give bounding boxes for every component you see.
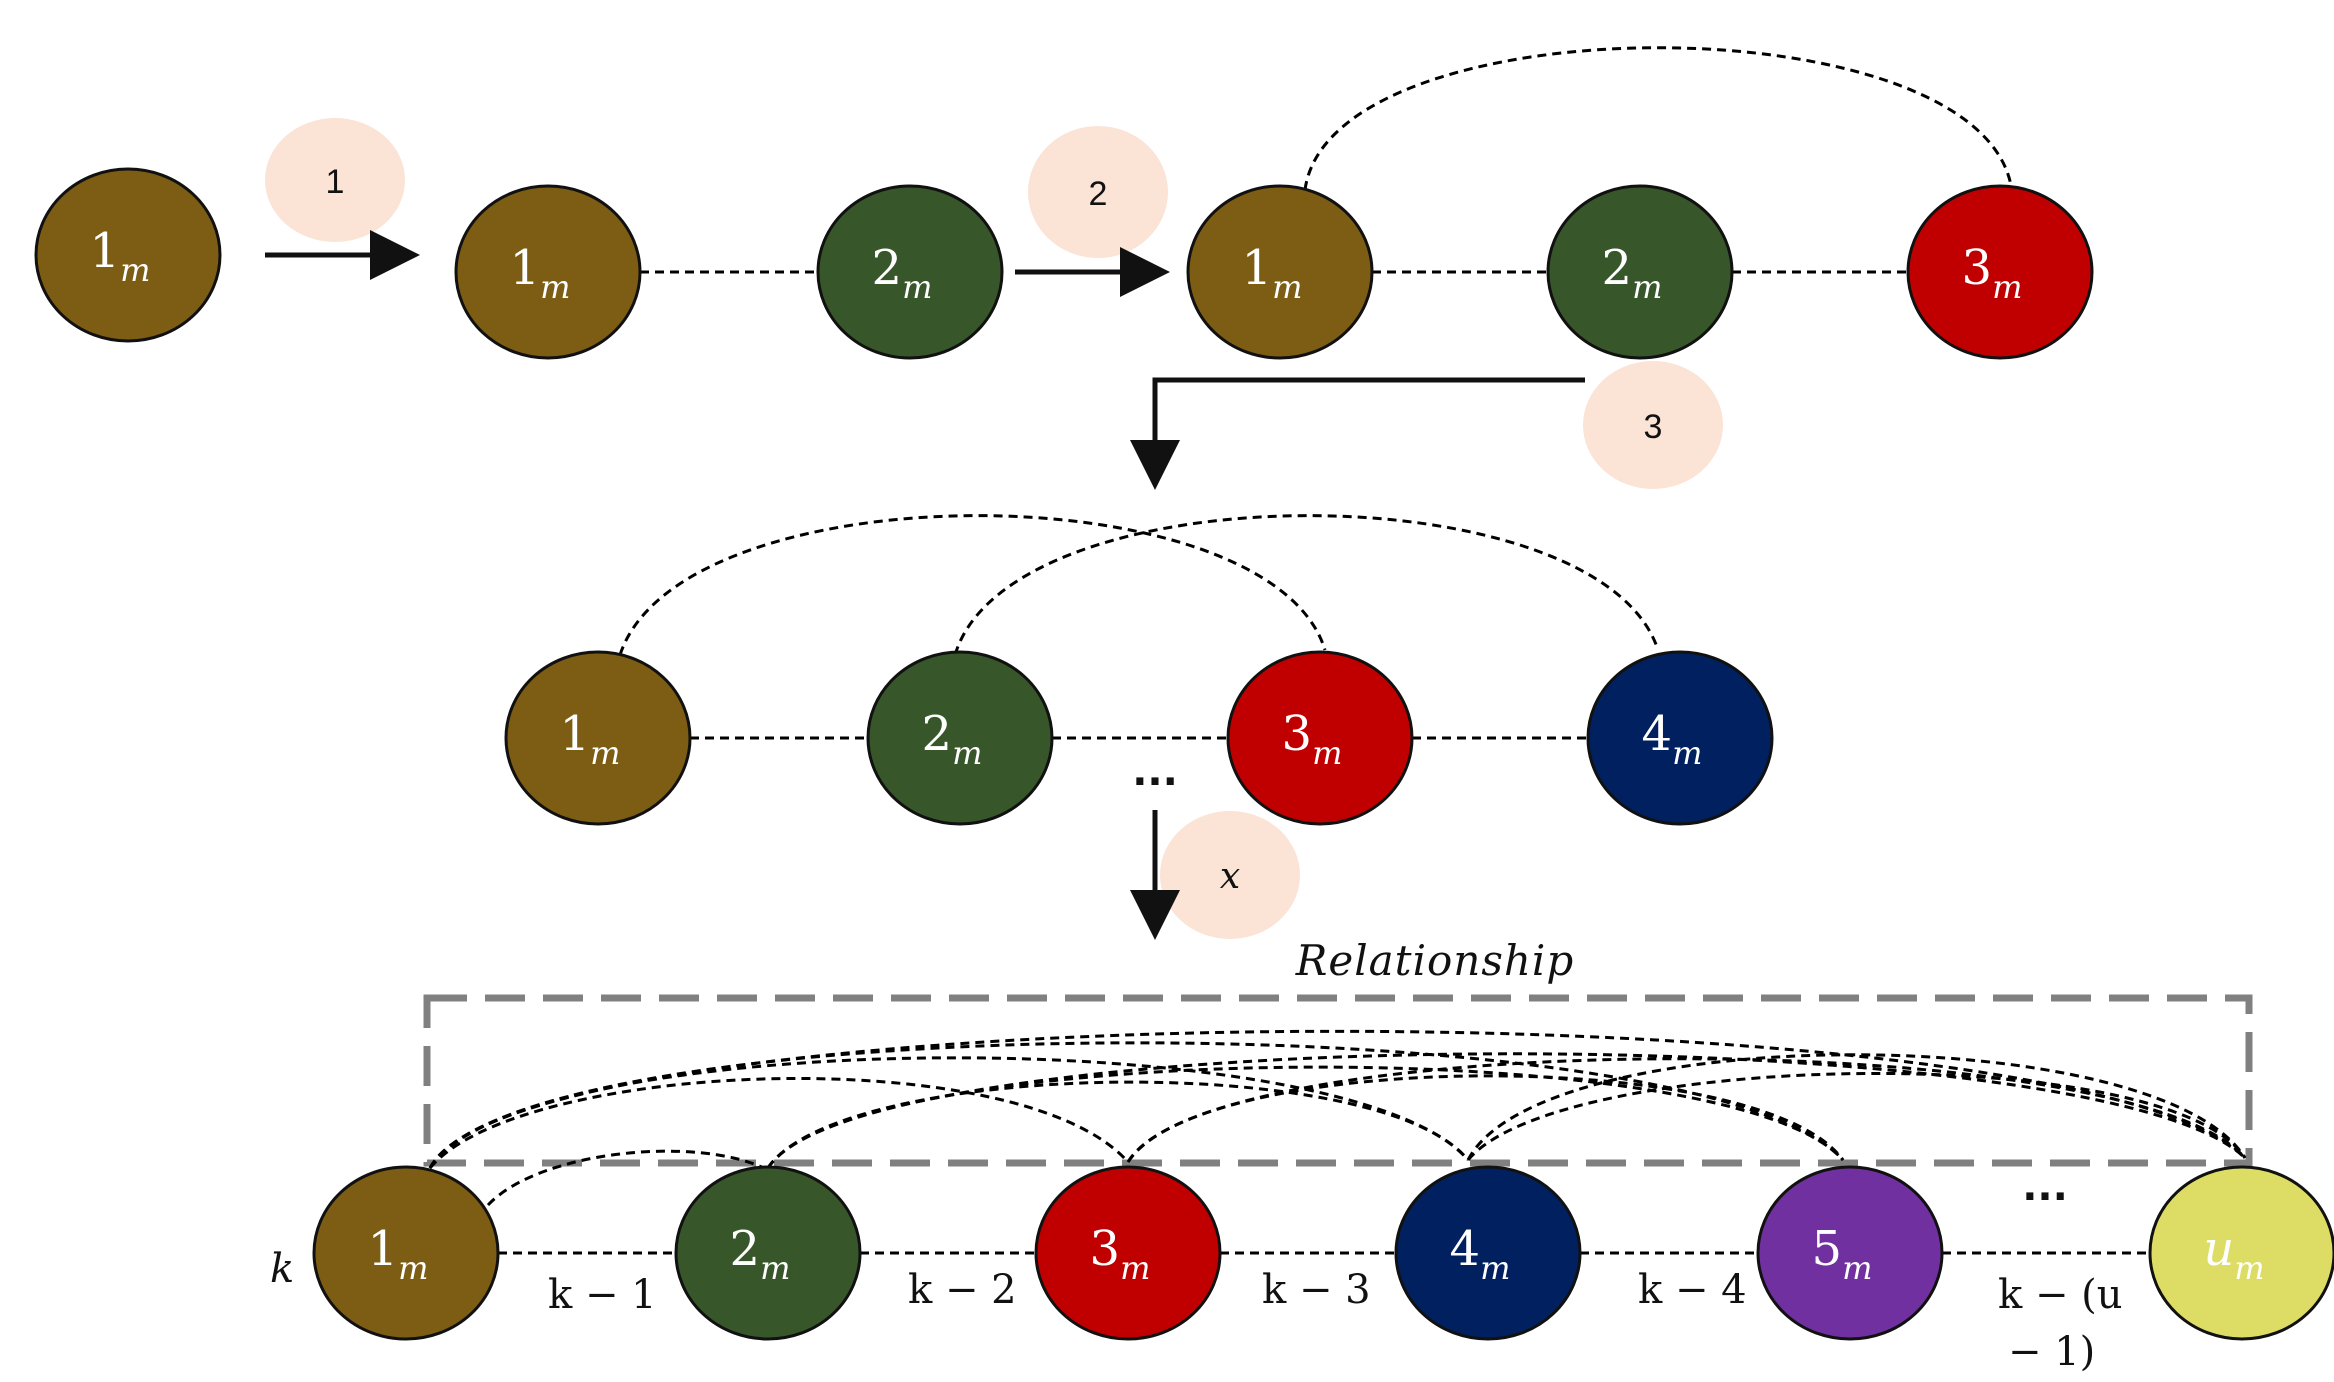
nodes-layer: 1m 1m 2m 1m 2m 3m 1m 2m 3m 4m 1m 2m 3m 4m 5m um: [34, 167, 2334, 1341]
row5-node-2: 2m: [674, 1165, 862, 1341]
row5-ellipsis: ...: [2022, 1164, 2068, 1210]
edge-r4-1-3-arc: [618, 514, 1327, 656]
row5-node-2-label: 2m: [730, 1221, 791, 1287]
weight-k-4: k − 4: [1638, 1267, 1747, 1313]
row4-node-1-circle: [504, 650, 692, 826]
arc-3-u: [1126, 1057, 2247, 1163]
weight-k-2: k − 2: [908, 1267, 1017, 1313]
row3-node-1: 1m: [1186, 184, 1374, 360]
arc-1-3: [428, 1077, 1130, 1169]
row5-node-5-circle: [1756, 1165, 1944, 1341]
row3-node-3-circle: [1906, 184, 2094, 360]
row5-node-2-circle: [674, 1165, 862, 1341]
weight-k-1: k − 1: [548, 1272, 657, 1318]
edge-r3-1-3-arc: [1303, 46, 2014, 193]
relationship-box: [423, 994, 2253, 1167]
row3-node-3: 3m: [1906, 184, 2094, 360]
step-label-3: 3: [1644, 408, 1663, 446]
weight-k-3: k − 3: [1262, 1267, 1371, 1313]
row2-node-1-label: 1m: [510, 240, 571, 306]
row4-node-3: 3m: [1226, 650, 1414, 826]
row5-node-4-label: 4m: [1450, 1221, 1511, 1287]
row3-node-2-label: 2m: [1602, 240, 1663, 306]
arrow-step-3: [1130, 377, 1585, 490]
row4-node-2-label: 2m: [922, 706, 983, 772]
row4-node-1: 1m: [504, 650, 692, 826]
row3-node-1-circle: [1186, 184, 1374, 360]
row1-node-1-circle: [34, 167, 222, 343]
arc-1-2: [486, 1149, 769, 1207]
row3-node-3-label: 3m: [1962, 240, 2023, 306]
step-bubble-3: 3: [1583, 361, 1723, 489]
weight-k-u-line1: k − (u: [1998, 1272, 2123, 1318]
row4-node-4-circle: [1586, 650, 1774, 826]
row4-node-4-label: 4m: [1642, 706, 1703, 772]
step-label-1: 1: [326, 163, 345, 201]
weight-k: k: [270, 1246, 294, 1292]
row5-node-6-label: um: [2203, 1221, 2264, 1287]
row3-node-2-circle: [1546, 184, 1734, 360]
row2-node-1-circle: [454, 184, 642, 360]
step-label-2: 2: [1089, 175, 1108, 213]
edge-r4-2-4-arc: [953, 514, 1660, 656]
row5-node-3-circle: [1034, 1165, 1222, 1341]
row5-node-4: 4m: [1394, 1165, 1582, 1341]
arc-3-5: [1126, 1074, 1845, 1163]
arc-2-4: [766, 1080, 1470, 1169]
arc-4-u: [1466, 1053, 2247, 1161]
arc-2-u: [766, 1052, 2247, 1169]
row5-node-6: um: [2148, 1165, 2334, 1341]
row4-node-3-label: 3m: [1282, 706, 1343, 772]
row4-node-1-label: 1m: [560, 706, 621, 772]
row4-node-2-circle: [866, 650, 1054, 826]
row5-node-1-label: 1m: [368, 1221, 429, 1287]
row2-node-1: 1m: [454, 184, 642, 360]
row5-node-1: 1m: [312, 1165, 500, 1341]
row1-node-1: 1m: [34, 167, 222, 343]
arc-2-5: [766, 1065, 1845, 1169]
relationship-label: Relationship: [1295, 936, 1575, 985]
row4-node-4: 4m: [1586, 650, 1774, 826]
row5-node-5-label: 5m: [1812, 1221, 1873, 1287]
row3-node-2: 2m: [1546, 184, 1734, 360]
row1-node-1-label: 1m: [90, 223, 151, 289]
arc-4-u-b: [1466, 1072, 2247, 1161]
row4-node-2: 2m: [866, 650, 1054, 826]
arc-1-4: [428, 1056, 1470, 1169]
step-bubble-1: 1: [265, 118, 405, 242]
row2-node-2: 2m: [816, 184, 1004, 360]
row2-node-2-label: 2m: [872, 240, 933, 306]
row5-node-5: 5m: [1756, 1165, 1944, 1341]
row2-node-2-circle: [816, 184, 1004, 360]
step-bubble-2: 2: [1028, 126, 1168, 258]
step-label-x: x: [1220, 856, 1240, 897]
row5-node-3-label: 3m: [1090, 1221, 1151, 1287]
row5-node-6-circle: [2148, 1165, 2334, 1341]
row4-node-3-circle: [1226, 650, 1414, 826]
row4-ellipsis: ...: [1132, 749, 1178, 795]
step-bubble-x: x: [1160, 811, 1300, 939]
row5-node-1-circle: [312, 1165, 500, 1341]
row5-node-4-circle: [1394, 1165, 1582, 1341]
row5-node-3: 3m: [1034, 1165, 1222, 1341]
row3-node-1-label: 1m: [1242, 240, 1303, 306]
weight-k-u-line2: − 1): [2008, 1329, 2095, 1375]
relationship-arcs: [428, 1029, 2247, 1207]
